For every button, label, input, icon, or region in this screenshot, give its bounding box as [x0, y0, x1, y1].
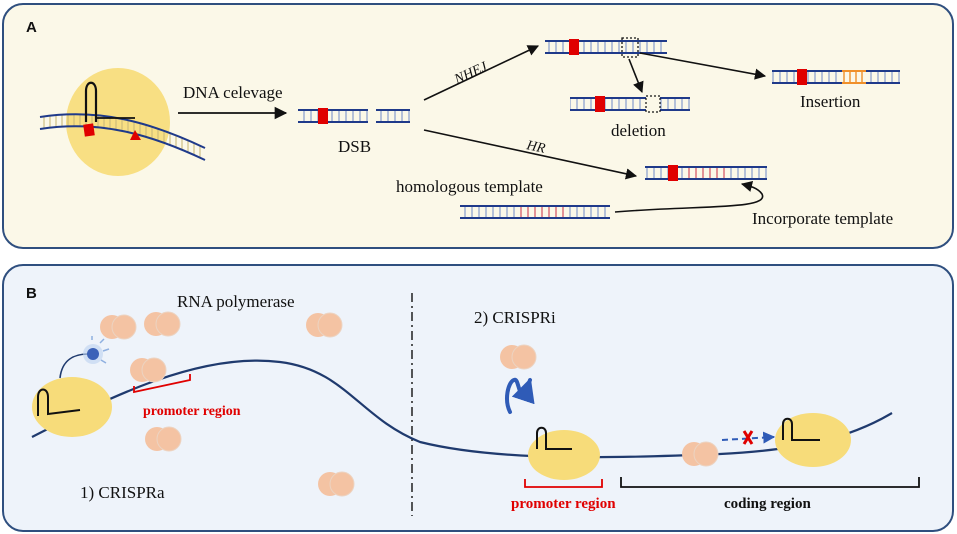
block-x-icon — [742, 430, 754, 445]
crispra-complex — [32, 336, 112, 437]
dcas9-protein — [32, 377, 112, 437]
insertion-dna — [772, 69, 900, 85]
rna-polymerase-icon — [144, 311, 181, 337]
promoter-label-left: promoter region — [143, 404, 241, 419]
promoter-label-right: promoter region — [511, 496, 616, 512]
pam-mark — [83, 123, 95, 137]
dsb-dna — [298, 108, 410, 124]
incorporate-label: Incorporate template — [752, 209, 893, 228]
rna-polymerase-icon — [306, 312, 343, 338]
panel-a-background — [2, 3, 954, 249]
cas9-complex-a — [39, 68, 206, 176]
rna-polymerase-label: RNA polymerase — [177, 292, 295, 311]
hr-label: HR — [524, 138, 547, 157]
rna-polymerase-icon — [130, 357, 167, 383]
homologous-label: homologous template — [396, 177, 543, 196]
template-dna — [460, 205, 610, 219]
guide-rna-loop — [37, 388, 81, 416]
dcas9-coding-complex — [775, 413, 851, 467]
deletion-label: deletion — [611, 121, 666, 140]
crispra-label: 1) CRISPRa — [80, 483, 165, 502]
dna-strand-b — [31, 359, 893, 459]
panel-b-background — [2, 264, 954, 532]
rna-polymerase-icon — [145, 426, 182, 452]
panel-a: A DNA celevage DSB NHEJ — [2, 3, 954, 249]
incorporate-arrow — [614, 181, 764, 213]
deletion-dna — [570, 95, 690, 113]
dcas9-blocking-complex — [528, 426, 600, 480]
hr-arrow — [423, 129, 638, 180]
promoter-bracket-right — [524, 479, 603, 488]
u-turn-arrow-icon — [505, 377, 535, 414]
insertion-label: Insertion — [800, 92, 861, 111]
promoter-bracket-left — [133, 374, 191, 394]
dna-curve-top-strand — [39, 113, 206, 149]
coding-label: coding region — [724, 496, 811, 512]
panel-b-letter: B — [26, 285, 37, 302]
crispri-label: 2) CRISPRi — [474, 308, 556, 327]
cleavage-label: DNA celevage — [183, 83, 283, 102]
coding-bracket — [620, 477, 920, 488]
panel-a-letter: A — [26, 19, 37, 36]
rna-polymerase-icon — [500, 344, 537, 370]
dna-curve-bottom-strand — [39, 125, 206, 161]
dsb-label: DSB — [338, 137, 371, 156]
nhej-dna — [545, 37, 667, 58]
rna-polymerase-icon — [682, 441, 719, 467]
panel-b: B RNA polymerase promoter re — [2, 264, 954, 532]
rna-polymerase-icon — [100, 314, 137, 340]
activator-domain — [87, 348, 99, 360]
rna-polymerase-icon — [318, 471, 355, 497]
to-deletion-arrow — [628, 58, 644, 94]
blocked-transcription-arrow — [721, 431, 776, 444]
cut-site-triangle — [130, 130, 141, 140]
to-insertion-arrow — [639, 52, 767, 80]
nhej-arrow — [423, 45, 540, 101]
hr-product-dna — [645, 165, 767, 181]
guide-rna-loop — [84, 81, 98, 122]
